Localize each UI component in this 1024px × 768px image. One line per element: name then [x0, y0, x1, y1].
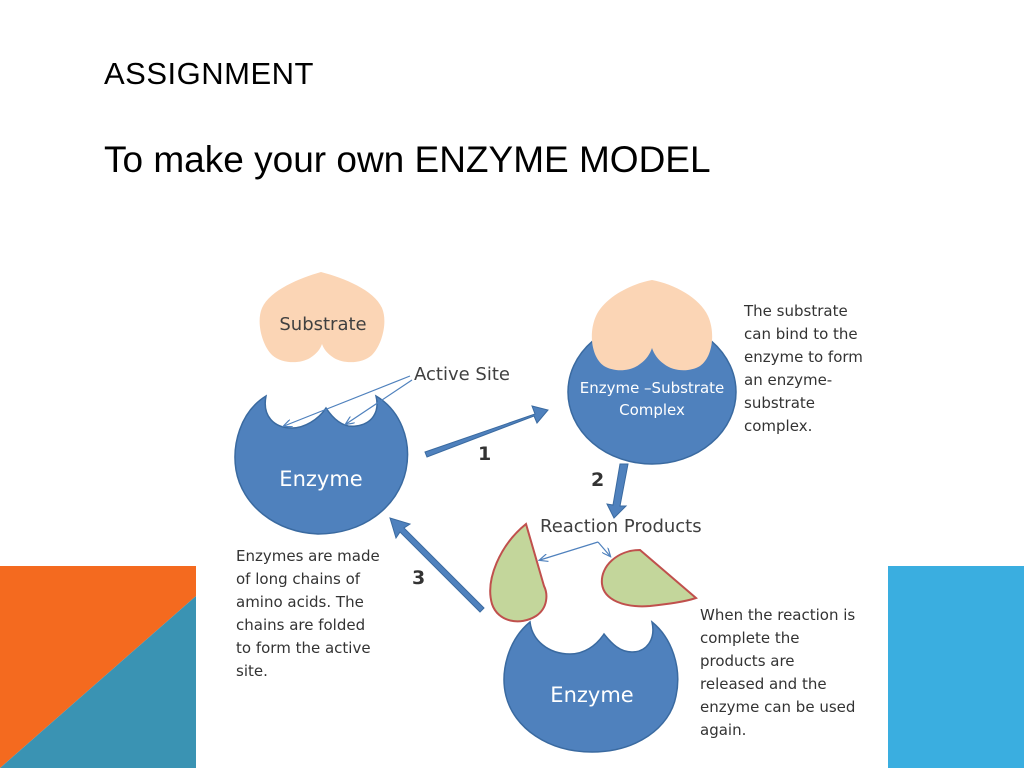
active-site-pointer-left	[284, 375, 411, 426]
note-enzyme-line: site.	[236, 662, 268, 680]
enzyme-shape	[234, 394, 409, 535]
product-left-shape	[489, 522, 548, 623]
product-pointer-left	[540, 541, 599, 560]
note-enzyme-line: amino acids. The	[236, 593, 364, 611]
complex-label-line2: Complex	[619, 401, 685, 419]
note-complex: The substrate can bind to the enzyme to …	[743, 302, 863, 435]
note-release-line: enzyme can be used	[700, 698, 855, 716]
arrow-step-3	[389, 517, 485, 613]
slide-subtitle: To make your own ENZYME MODEL	[104, 139, 711, 180]
note-release-line: released and the	[700, 675, 827, 693]
step-3-number: 3	[412, 567, 425, 589]
note-enzyme-line: Enzymes are made	[236, 547, 380, 565]
note-release-line: products are	[700, 652, 795, 670]
enzyme2-label: Enzyme	[550, 683, 633, 707]
note-enzyme: Enzymes are made of long chains of amino…	[236, 547, 380, 680]
reaction-products-label: Reaction Products	[540, 516, 702, 537]
note-complex-line: The substrate	[743, 302, 848, 320]
product-pointer-right	[597, 541, 610, 556]
active-site-pointer-right	[346, 379, 413, 424]
slide-title: ASSIGNMENT	[104, 56, 314, 91]
note-release: When the reaction is complete the produc…	[700, 606, 855, 739]
enzyme2-shape	[503, 620, 679, 753]
step-2-number: 2	[591, 469, 604, 491]
active-site-label: Active Site	[414, 364, 510, 385]
corner-teal	[0, 596, 196, 768]
product-right-shape	[600, 548, 698, 608]
note-release-line: complete the	[700, 629, 799, 647]
substrate-label: Substrate	[279, 314, 366, 335]
note-enzyme-line: of long chains of	[236, 570, 361, 588]
note-complex-line: an enzyme-	[744, 371, 832, 389]
arrow-step-2	[606, 463, 629, 519]
complex-label-line1: Enzyme –Substrate	[580, 379, 725, 397]
note-enzyme-line: to form the active	[236, 639, 371, 657]
note-release-line: When the reaction is	[700, 606, 855, 624]
corner-orange	[0, 566, 196, 768]
note-complex-line: substrate	[744, 394, 815, 412]
substrate-shape	[259, 272, 385, 363]
note-complex-line: can bind to the	[744, 325, 858, 343]
step-1-number: 1	[478, 443, 491, 465]
complex-substrate-shape	[591, 280, 713, 371]
note-release-line: again.	[700, 721, 746, 739]
note-complex-line: enzyme to form	[744, 348, 863, 366]
note-enzyme-line: chains are folded	[236, 616, 365, 634]
note-complex-line: complex.	[744, 417, 812, 435]
corner-right-blue	[888, 566, 1024, 768]
arrow-step-1	[424, 405, 549, 458]
enzyme-label: Enzyme	[279, 467, 362, 491]
